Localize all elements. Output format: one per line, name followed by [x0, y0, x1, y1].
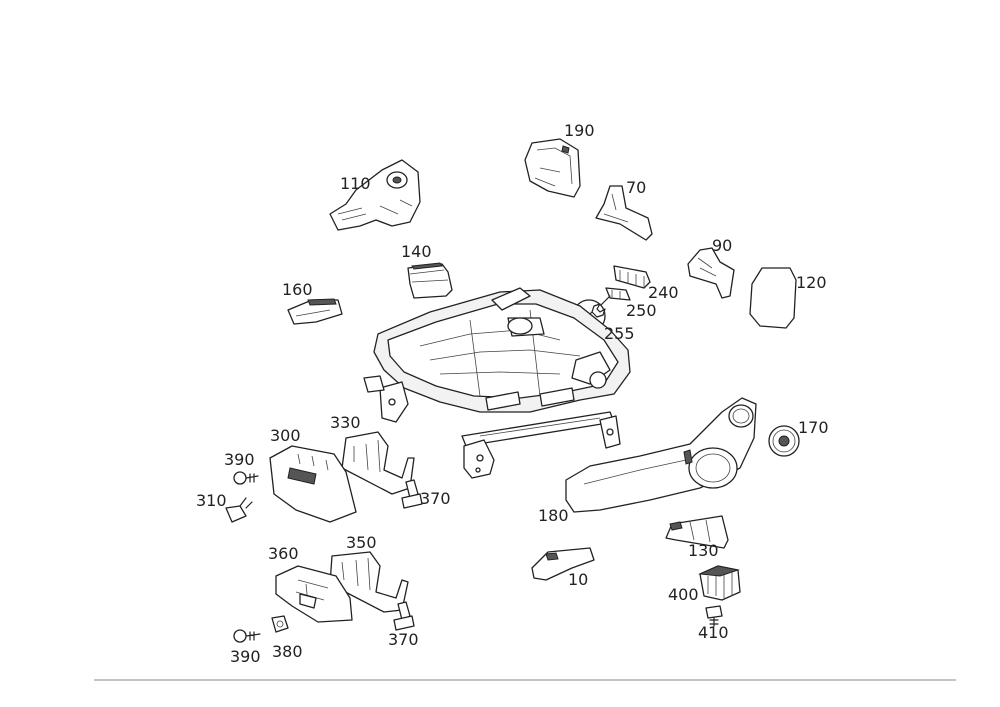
seat-frame-assembly[interactable] [363, 287, 631, 479]
label-400[interactable]: 400 [668, 585, 699, 604]
label-70[interactable]: 70 [626, 178, 646, 197]
label-370-lower[interactable]: 370 [388, 630, 419, 649]
label-140[interactable]: 140 [401, 242, 432, 261]
label-190[interactable]: 190 [564, 121, 595, 140]
part-90-bracket[interactable] [687, 247, 735, 299]
label-10[interactable]: 10 [568, 570, 588, 589]
part-400-motor[interactable] [698, 565, 741, 601]
part-350-bracket[interactable] [329, 551, 409, 613]
label-90[interactable]: 90 [712, 236, 732, 255]
part-380-nut[interactable] [271, 615, 289, 633]
label-120[interactable]: 120 [796, 273, 827, 292]
part-410-bolt[interactable] [705, 605, 723, 627]
label-370-upper[interactable]: 370 [420, 489, 451, 508]
label-300[interactable]: 300 [270, 426, 301, 445]
label-350[interactable]: 350 [346, 533, 377, 552]
label-310[interactable]: 310 [196, 491, 227, 510]
part-390-screw-lower[interactable] [233, 629, 261, 643]
part-170-knob[interactable] [768, 425, 800, 457]
label-360[interactable]: 360 [268, 544, 299, 563]
label-240[interactable]: 240 [648, 283, 679, 302]
part-330-bracket[interactable] [341, 431, 415, 495]
part-310-clip[interactable] [225, 497, 253, 523]
part-10-handle-cover[interactable] [531, 547, 595, 581]
label-130[interactable]: 130 [688, 541, 719, 560]
label-250[interactable]: 250 [626, 301, 657, 320]
part-370-clip-lower[interactable] [393, 601, 415, 631]
part-180-side-panel[interactable] [565, 397, 757, 513]
label-380[interactable]: 380 [272, 642, 303, 661]
label-255[interactable]: 255 [604, 324, 635, 343]
label-390-lower[interactable]: 390 [230, 647, 261, 666]
part-120-panel[interactable] [749, 267, 797, 329]
part-190-cover[interactable] [524, 138, 581, 198]
part-labels: 190 70 110 90 140 120 160 240 250 255 33… [196, 121, 829, 666]
label-410[interactable]: 410 [698, 623, 729, 642]
label-170[interactable]: 170 [798, 418, 829, 437]
part-390-screw-upper[interactable] [233, 471, 259, 485]
part-360-housing[interactable] [275, 565, 353, 623]
part-240-clip[interactable] [613, 265, 651, 289]
part-70-bracket[interactable] [595, 185, 653, 241]
label-180[interactable]: 180 [538, 506, 569, 525]
part-130-trim[interactable] [665, 515, 729, 549]
part-160-switch-housing[interactable] [287, 298, 343, 325]
part-110-side-cover[interactable] [329, 159, 421, 231]
part-300-housing[interactable] [269, 445, 357, 523]
label-160[interactable]: 160 [282, 280, 313, 299]
label-110[interactable]: 110 [340, 174, 371, 193]
label-330[interactable]: 330 [330, 413, 361, 432]
part-140-switch[interactable] [407, 262, 453, 299]
part-250-clip[interactable] [605, 287, 631, 301]
part-370-clip-upper[interactable] [401, 479, 423, 509]
label-390-upper[interactable]: 390 [224, 450, 255, 469]
